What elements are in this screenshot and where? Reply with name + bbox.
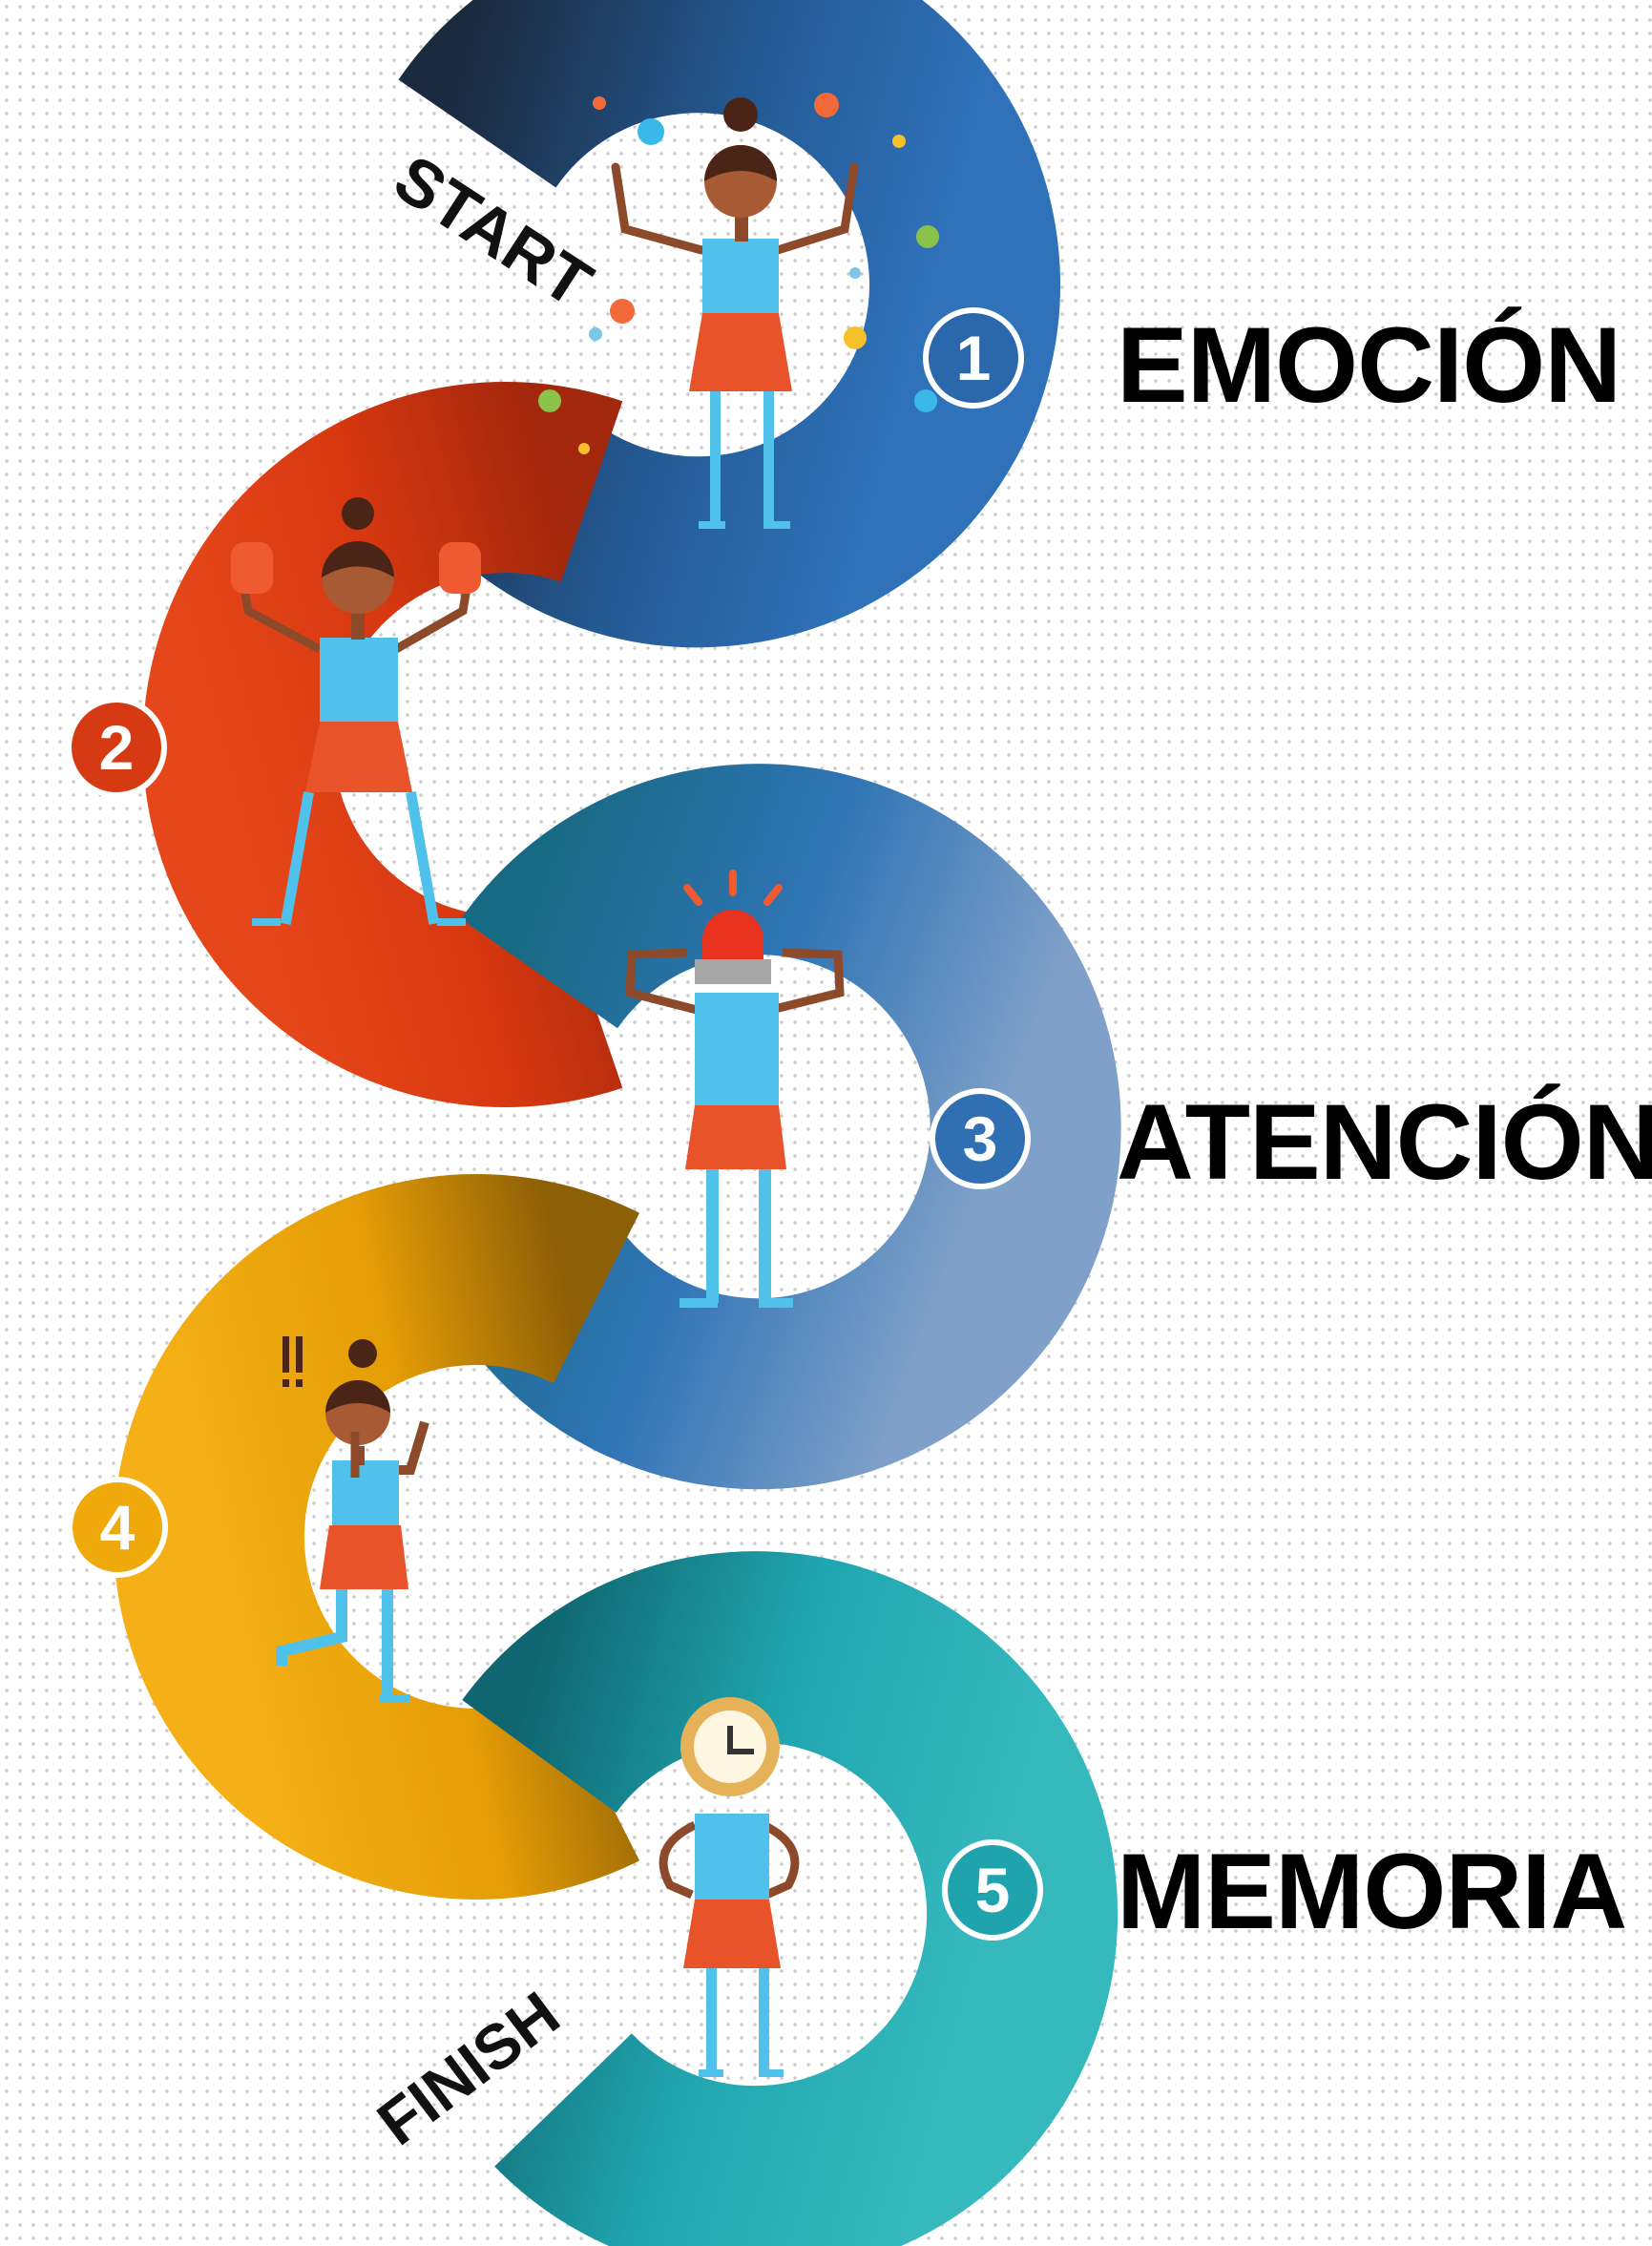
boxing-person-icon xyxy=(231,497,481,926)
confetti-icon xyxy=(538,93,939,454)
cheering-person-icon xyxy=(611,97,859,529)
step-badge-1: 1 xyxy=(923,307,1024,409)
step-number-3: 3 xyxy=(963,1103,998,1174)
ring-segment-1 xyxy=(398,0,1060,648)
step-badge-5: 5 xyxy=(942,1839,1043,1941)
step-number-2: 2 xyxy=(99,712,135,783)
step-badge-3: 3 xyxy=(930,1088,1031,1189)
step-number-5: 5 xyxy=(975,1855,1011,1925)
clock-person-icon xyxy=(659,1697,800,2077)
step-title-atencion: ATENCIÓN xyxy=(1117,1082,1652,1202)
ring-segment-3 xyxy=(461,764,1121,1490)
step-badge-2: 2 xyxy=(66,697,167,798)
ring-segment-2 xyxy=(142,382,623,1107)
step-number-1: 1 xyxy=(956,323,992,393)
step-number-4: 4 xyxy=(100,1492,136,1563)
step-title-memoria: MEMORIA xyxy=(1117,1832,1627,1951)
alarm-person-icon xyxy=(625,870,845,1308)
step-title-emocion: EMOCIÓN xyxy=(1117,305,1621,425)
ring-segment-4 xyxy=(113,1174,639,1900)
startled-person-icon xyxy=(276,1336,429,1703)
step-badge-4: 4 xyxy=(67,1477,168,1578)
